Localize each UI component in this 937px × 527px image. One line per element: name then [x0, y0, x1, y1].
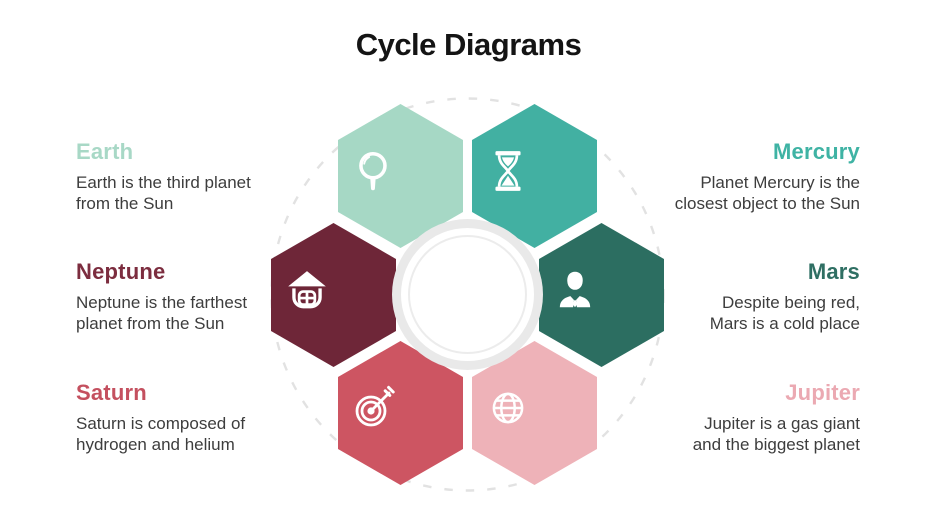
description-line: planet from the Sun — [76, 314, 225, 333]
hexagon-neptune — [271, 223, 396, 367]
info-neptune: Neptune Neptune is the farthest planet fr… — [76, 259, 336, 334]
page-title: Cycle Diagrams — [355, 27, 582, 62]
magnifier-icon — [358, 151, 387, 191]
info-saturn: Saturn Saturn is composed of hydrogen and… — [76, 380, 336, 455]
description-line: from the Sun — [76, 194, 174, 213]
target-icon — [355, 385, 395, 427]
info-mercury: Mercury Planet Mercury is the closest obj… — [600, 139, 860, 214]
center-circle — [392, 219, 543, 370]
mars-description: Despite being red, Mars is a cold place — [600, 292, 860, 334]
neptune-description: Neptune is the farthest planet from the S… — [76, 292, 336, 334]
mercury-description: Planet Mercury is the closest object to t… — [600, 172, 860, 214]
description-line: closest object to the Sun — [674, 194, 860, 213]
mercury-label: Mercury — [773, 139, 860, 164]
description-line: Saturn is composed of — [76, 414, 246, 433]
saturn-label: Saturn — [76, 380, 147, 405]
mars-label: Mars — [807, 259, 860, 284]
hourglass-icon — [494, 151, 521, 191]
person-icon — [559, 271, 590, 308]
info-jupiter: Jupiter Jupiter is a gas giant and the bi… — [600, 380, 860, 455]
saturn-description: Saturn is composed of hydrogen and helium — [76, 413, 336, 455]
center-circle-core — [408, 235, 527, 354]
description-line: and the biggest planet — [692, 435, 860, 454]
description-line: Earth is the third planet — [76, 173, 251, 192]
jupiter-description: Jupiter is a gas giant and the biggest pl… — [600, 413, 860, 455]
description-line: Mars is a cold place — [709, 314, 860, 333]
jupiter-label: Jupiter — [785, 380, 860, 405]
info-earth: Earth Earth is the third planet from the … — [76, 139, 336, 214]
neptune-label: Neptune — [76, 259, 166, 284]
description-line: Despite being red, — [722, 293, 860, 312]
description-line: Jupiter is a gas giant — [704, 414, 860, 433]
house-icon — [287, 271, 326, 309]
description-line: Planet Mercury is the — [700, 173, 860, 192]
description-line: hydrogen and helium — [76, 435, 235, 454]
globe-icon — [492, 392, 523, 424]
earth-description: Earth is the third planet from the Sun — [76, 172, 336, 214]
earth-label: Earth — [76, 139, 134, 164]
info-mars: Mars Despite being red, Mars is a cold pl… — [600, 259, 860, 334]
description-line: Neptune is the farthest — [76, 293, 248, 312]
